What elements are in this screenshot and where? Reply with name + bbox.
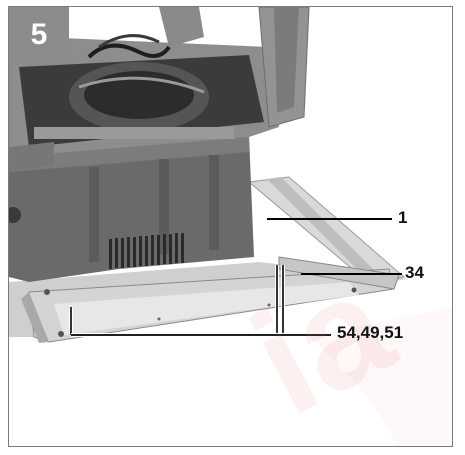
assembly-photo [9,7,452,446]
callout-label-34: 34 [405,263,424,282]
step-number-badge: 5 [9,7,69,63]
callout-label-54-49-51: 54,49,51 [337,323,404,342]
callout-label-1: 1 [398,208,408,227]
figure-frame: ia 5 1 34 54,49,51 [8,6,453,447]
